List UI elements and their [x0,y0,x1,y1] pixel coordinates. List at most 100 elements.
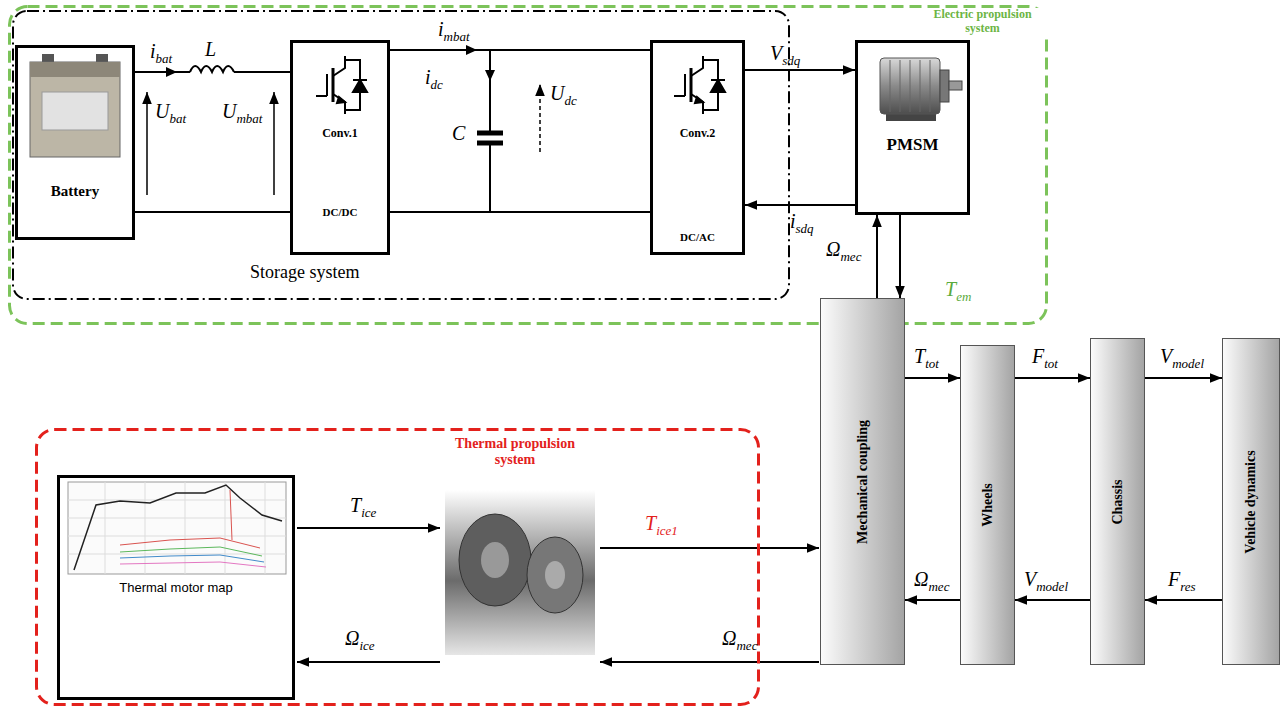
voltage-arrow [146,92,148,195]
wire [390,211,650,213]
signal-label: Vsdq [770,42,800,68]
motor-picture [940,70,949,102]
symbol-letter: Ω [826,238,840,260]
engine-map-box: Thermal motor map [57,475,295,700]
symbol-letter: T [945,278,956,300]
symbol-letter: T [645,512,656,534]
node-label: Wheels [979,483,995,527]
capacitor-symbol [477,50,503,212]
symbol-subscript: dc [431,77,443,92]
region-outline [37,430,759,705]
node-label: Chassis [1109,479,1125,524]
igbt-symbol [332,68,335,102]
motor-picture [880,58,962,121]
wire [390,49,650,51]
engine-map-chart [68,482,286,574]
signal-label: Ωmec [722,627,757,653]
symbol-letter: C [452,122,465,144]
signal-arrow [905,599,960,601]
signal-label: Vmodel [1160,345,1204,371]
motor-picture [880,58,940,114]
symbol-subscript: mbat [444,29,470,44]
chassis-block: Chassis [1090,338,1145,665]
symbol-subscript: dc [564,93,576,108]
storage-region: Storage systemBatteryConv.1DC/DCConv.2DC… [12,10,790,300]
igbt-symbol [316,56,367,114]
engine-map-chart [230,490,232,540]
engine-map-chart [74,485,282,570]
node-sublabel: DC/DC [323,206,358,219]
symbol-subscript: mec [928,579,949,594]
igbt-symbol [333,56,345,76]
engine-map-chart [68,482,286,574]
battery-picture [30,62,120,77]
igbt-symbol [353,80,367,92]
engine-map-chart [68,500,286,501]
engine-map-chart [68,482,286,574]
motor-picture [949,81,962,90]
motor-picture [900,60,901,112]
signal-label: Tem [945,278,971,304]
vehicle-dynamics-block: Vehicle dynamics [1222,338,1280,665]
signal-label: L [205,38,216,60]
signal-label: Fres [1168,568,1196,594]
cvt-picture [481,542,509,578]
propulsion-region: Thermal propulsion systemThermal motor m… [35,428,760,706]
motor-box: PMSM [855,40,970,215]
engine-map-chart [265,482,266,574]
current-arrow [466,45,477,55]
igbt-symbol [337,97,345,103]
motor-picture [930,60,931,112]
symbol-subscript: model [1036,579,1068,594]
engine-map-chart [68,536,286,537]
igbt-symbol [674,56,725,114]
signal-arrow [745,204,855,206]
speed-arrow [297,661,440,663]
symbol-subscript: mec [840,249,861,264]
wheels-block: Wheels [960,345,1015,665]
engine-map-chart [105,482,106,574]
symbol-subscript: tot [1044,356,1058,371]
symbol-letter: U [550,82,564,104]
signal-arrow [899,215,901,298]
capacitor-symbol [489,50,491,133]
signal-label: Ubat [155,100,186,126]
igbt-symbol [333,94,345,114]
torque-arrow [297,527,440,529]
capacitor-symbol [477,131,503,136]
connector-group [135,50,1222,600]
symbol-letter: F [1168,568,1180,590]
engine-map-chart [120,547,262,556]
symbol-letter: V [770,42,782,64]
symbol-letter: T [350,494,361,516]
signal-arrow [905,377,960,379]
igbt-symbol [353,79,367,81]
signal-label: Udc [550,82,577,108]
symbol-letter: F [1032,345,1044,367]
signal-arrow [876,215,878,298]
node-label: Conv.2 [680,127,716,141]
node-label: Thermal motor map [119,581,232,596]
symbol-letter: T [914,345,925,367]
battery-picture [30,54,120,157]
symbol-subscript: bat [156,51,173,66]
inductor-symbol [190,60,234,76]
symbol-subscript: ice [361,505,376,520]
voltage-arrow [273,92,275,195]
engine-map-chart [68,518,286,519]
symbol-letter: Ω [914,568,928,590]
signal-label: Ωmec [826,238,861,264]
symbol-subscript: sdq [796,221,814,236]
region-outline [35,428,760,706]
signal-label: Vmodel [1024,568,1068,594]
symbol-letter: L [205,38,216,60]
symbol-letter: i [425,66,431,88]
battery-picture [42,92,108,130]
symbol-letter: V [1024,568,1036,590]
battery-picture [30,62,120,157]
region-outline [13,11,789,299]
node-label: Storage system [250,262,360,283]
symbol-letter: i [150,40,156,62]
battery-box: Battery [15,45,135,240]
